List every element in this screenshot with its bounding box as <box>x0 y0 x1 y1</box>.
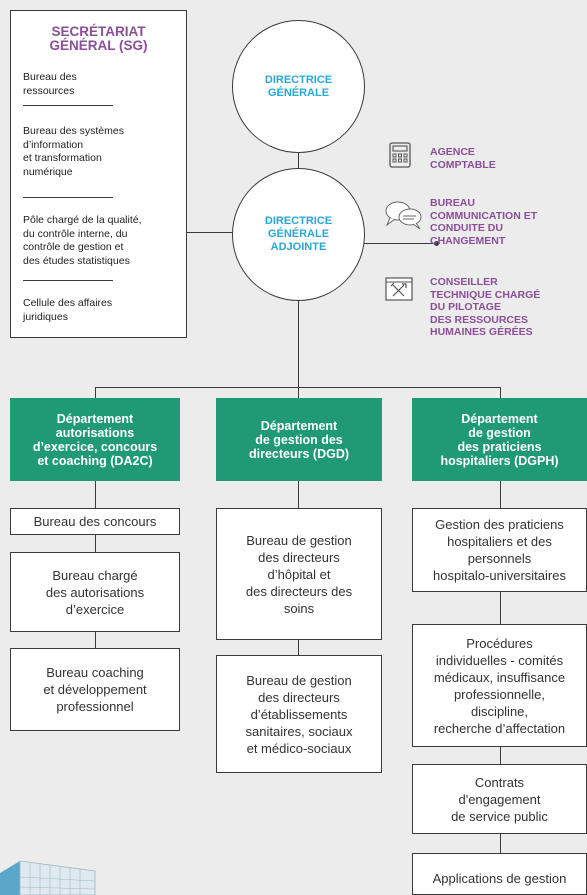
secretariat-general-box: SECRÉTARIAT GÉNÉRAL (SG) Bureau des ress… <box>10 10 187 338</box>
department-bus <box>95 387 501 388</box>
sg-item-ressources: Bureau des ressources <box>23 71 77 97</box>
da2c-unit-autorisations: Bureau chargé des autorisations d’exerci… <box>10 552 180 632</box>
dgph-unit-applications: Applications de gestion <box>412 853 587 895</box>
bureau-communication-label: BUREAU COMMUNICATION ET CONDUITE DU CHAN… <box>430 197 538 247</box>
department-dgph: Département de gestion des praticiens ho… <box>412 398 587 481</box>
dgd-unit-directeurs-hopital: Bureau de gestion des directeurs d’hôpit… <box>216 508 382 640</box>
dgph-unit-contrats: Contrats d'engagement de service public <box>412 764 587 834</box>
da2c-unit-concours: Bureau des concours <box>10 508 180 535</box>
speech-bubbles-icon <box>385 201 422 230</box>
building-illustration <box>0 860 96 895</box>
tools-window-icon <box>385 277 413 301</box>
side-connector <box>364 243 434 244</box>
agence-comptable-label: AGENCE COMPTABLE <box>430 146 496 171</box>
da2c-unit-coaching: Bureau coaching et développement profess… <box>10 648 180 731</box>
department-da2c: Département autorisations d’exercice, co… <box>10 398 180 481</box>
department-dgd: Département de gestion des directeurs (D… <box>216 398 382 481</box>
dept3-drop <box>500 387 501 398</box>
sg-item-pole-qualite: Pôle chargé de la qualité, du contrôle i… <box>23 214 142 267</box>
dgph-unit-gestion-praticiens: Gestion des praticiens hospitaliers et d… <box>412 508 587 592</box>
sg-item-systemes-information: Bureau des systèmes d’information et tra… <box>23 125 124 178</box>
sg-separator <box>23 197 113 198</box>
dgd-unit-etablissements: Bureau de gestion des directeurs d’établ… <box>216 655 382 773</box>
conseiller-technique-label: CONSEILLER TECHNIQUE CHARGÉ DU PILOTAGE … <box>430 276 541 338</box>
sg-separator <box>23 280 113 281</box>
sg-separator <box>23 105 113 106</box>
calculator-icon <box>389 142 411 168</box>
directrice-generale-circle: DIRECTRICE GÉNÉRALE <box>232 20 365 153</box>
sg-connector <box>187 232 232 233</box>
secretariat-general-title: SECRÉTARIAT GÉNÉRAL (SG) <box>49 24 148 53</box>
side-connector-dot <box>434 241 439 246</box>
sg-item-affaires-juridiques: Cellule des affaires juridiques <box>23 297 113 323</box>
directrice-generale-adjointe-circle: DIRECTRICE GÉNÉRALE ADJOINTE <box>232 168 365 301</box>
dept1-drop <box>95 387 96 398</box>
dgph-unit-procedures: Procédures individuelles - comités médic… <box>412 624 587 747</box>
